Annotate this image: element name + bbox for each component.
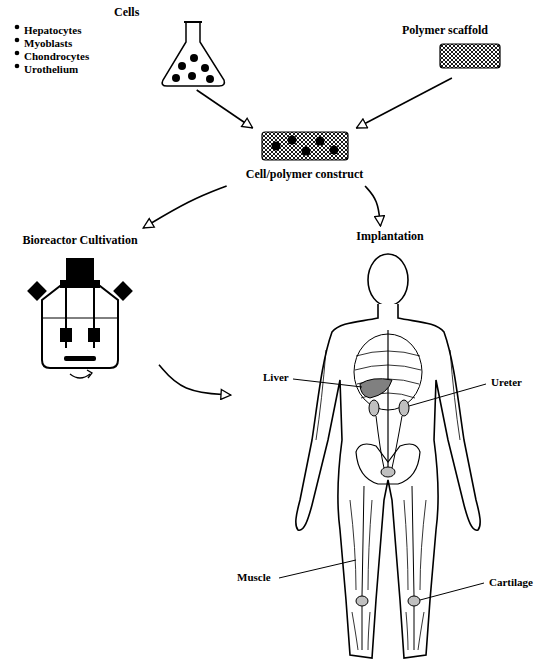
step-title: Polymer scaffold <box>376 24 514 38</box>
process-arrow <box>197 90 253 128</box>
cell-polymer-construct <box>262 132 348 160</box>
step-title: Cell/polymer construct <box>218 168 391 182</box>
polymer-scaffold <box>440 44 500 68</box>
organ-label: Muscle <box>236 571 272 584</box>
construct-step: Cell/polymer construct <box>218 128 391 186</box>
process-arrow <box>365 186 380 226</box>
bioreactor-step: Bioreactor Cultivation <box>1 228 159 380</box>
step-title: Cells <box>114 6 139 20</box>
process-arrow <box>159 365 231 395</box>
cell-type-item: Myoblasts <box>24 37 72 50</box>
human-figure <box>296 254 480 658</box>
organ-label: Liver <box>262 371 290 384</box>
spinner-flask <box>27 258 133 378</box>
process-arrow <box>356 78 452 128</box>
cell-type-item: Chondrocytes <box>24 50 89 63</box>
cell-source: CellsHepatocytesMyoblastsChondrocytesUro… <box>8 4 230 90</box>
bullet-dots <box>15 25 20 69</box>
implantation-step: Implantation <box>231 226 549 664</box>
organ-label: Cartilage <box>488 576 534 589</box>
process-arrow <box>143 186 226 228</box>
culture-flask <box>162 22 224 86</box>
step-title: Bioreactor Cultivation <box>1 234 159 248</box>
cell-type-item: Hepatocytes <box>24 24 81 37</box>
step-title: Implantation <box>231 230 549 244</box>
organ-label: Ureter <box>490 376 523 389</box>
leader-lines <box>279 379 486 600</box>
cell-type-item: Urothelium <box>24 63 78 76</box>
scaffold-source: Polymer scaffold <box>376 20 514 78</box>
